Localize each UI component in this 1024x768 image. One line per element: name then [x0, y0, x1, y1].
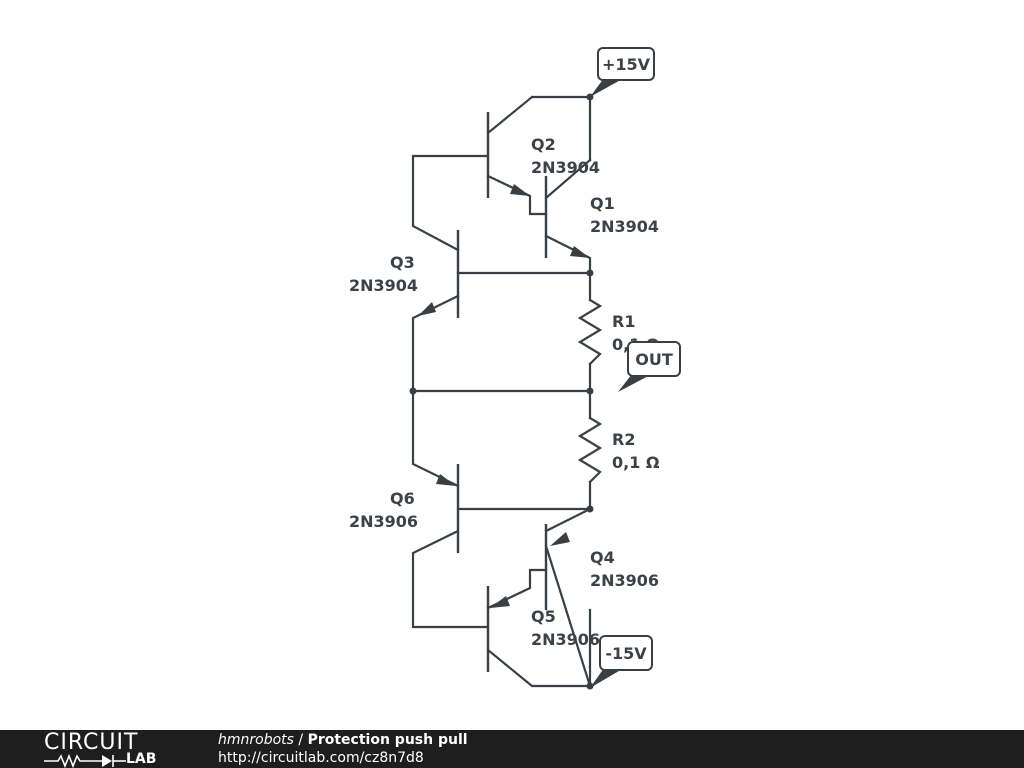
- circuit-meta: hmnrobots / Protection push pull http://…: [218, 731, 468, 767]
- logo-top-text: CIRCUIT: [44, 730, 139, 755]
- junction-q4-out: [586, 505, 594, 513]
- q1-part-label: 2N3904: [590, 217, 659, 236]
- junction-q1-out: [586, 269, 594, 277]
- q2-part-label: 2N3904: [531, 158, 600, 177]
- title-separator: /: [293, 732, 308, 748]
- out-tag-label: OUT: [635, 350, 673, 369]
- author-link[interactable]: hmnrobots: [218, 732, 294, 748]
- junction-mid-left: [409, 387, 417, 395]
- junction-vneg: [586, 682, 594, 690]
- logo-squiggle-icon: [44, 753, 126, 768]
- logo-bottom-text: LAB: [126, 751, 157, 767]
- net-tag-vneg: -15V: [590, 635, 653, 688]
- circuit-title: Protection push pull: [307, 732, 468, 748]
- wire-q2-base: [411, 154, 490, 252]
- vneg-tag-label: -15V: [605, 644, 647, 663]
- r2-value-label: 0,1 Ω: [612, 453, 660, 472]
- wire-q4-collector: [544, 544, 592, 688]
- schematic-canvas: Q2 2N3904 Q1 2N3904 Q3 2N3904 R1 0,1 Ω R…: [349, 47, 681, 690]
- circuit-title-line: hmnrobots / Protection push pull: [218, 731, 468, 749]
- vneg-tag-box: [599, 635, 653, 671]
- q4-name-label: Q4: [590, 548, 615, 567]
- wires: [411, 95, 592, 688]
- q5-part-label: 2N3906: [531, 630, 600, 649]
- transistor-bars: [456, 112, 548, 672]
- q6-part-label: 2N3906: [349, 512, 418, 531]
- vpos-tag-pointer: [590, 78, 624, 97]
- vneg-tag-pointer: [590, 668, 624, 688]
- q4-emitter-arrow: [550, 532, 570, 546]
- wire-q2-collector: [486, 95, 534, 135]
- wire-q1-collector: [544, 158, 592, 200]
- wire-q6-collector: [411, 529, 490, 629]
- out-tag-box: [627, 341, 681, 377]
- wire-q2-emitter: [486, 174, 548, 216]
- net-tag-out: OUT: [618, 341, 681, 392]
- r1-resistor: [577, 298, 603, 366]
- q1-emitter-arrow: [570, 246, 590, 258]
- wire-q4-emitter: [544, 507, 592, 533]
- r2-name-label: R2: [612, 430, 635, 449]
- vpos-tag-box: [597, 47, 655, 81]
- wire-q5-emitter: [486, 568, 548, 610]
- q5-name-label: Q5: [531, 607, 556, 626]
- wire-q6-emitter: [411, 389, 460, 488]
- q5-emitter-arrow: [490, 596, 510, 608]
- q4-part-label: 2N3906: [590, 571, 659, 590]
- wire-q3-emitter: [411, 294, 460, 393]
- circuitlab-logo[interactable]: CIRCUIT LAB: [44, 732, 184, 768]
- net-tag-vpos: +15V: [590, 47, 655, 97]
- circuit-url[interactable]: http://circuitlab.com/cz8n7d8: [218, 750, 424, 766]
- wire-q5-collector: [486, 648, 592, 688]
- q3-part-label: 2N3904: [349, 276, 418, 295]
- out-tag-pointer: [618, 374, 652, 392]
- q1-name-label: Q1: [590, 194, 615, 213]
- footer-bar: CIRCUIT LAB hmnrobots / Protection push …: [0, 730, 1024, 768]
- q2-name-label: Q2: [531, 135, 556, 154]
- q6-emitter-arrow: [436, 474, 456, 486]
- vpos-tag-label: +15V: [602, 55, 651, 74]
- q2-emitter-arrow: [510, 184, 530, 196]
- emitter-arrows: [418, 184, 590, 608]
- r2-resistor: [577, 416, 603, 484]
- r1-name-label: R1: [612, 312, 635, 331]
- component-labels: Q2 2N3904 Q1 2N3904 Q3 2N3904 R1 0,1 Ω R…: [349, 135, 660, 649]
- junction-mid-right: [586, 387, 594, 395]
- q3-emitter-arrow: [418, 302, 436, 316]
- q3-name-label: Q3: [390, 253, 415, 272]
- q6-name-label: Q6: [390, 489, 415, 508]
